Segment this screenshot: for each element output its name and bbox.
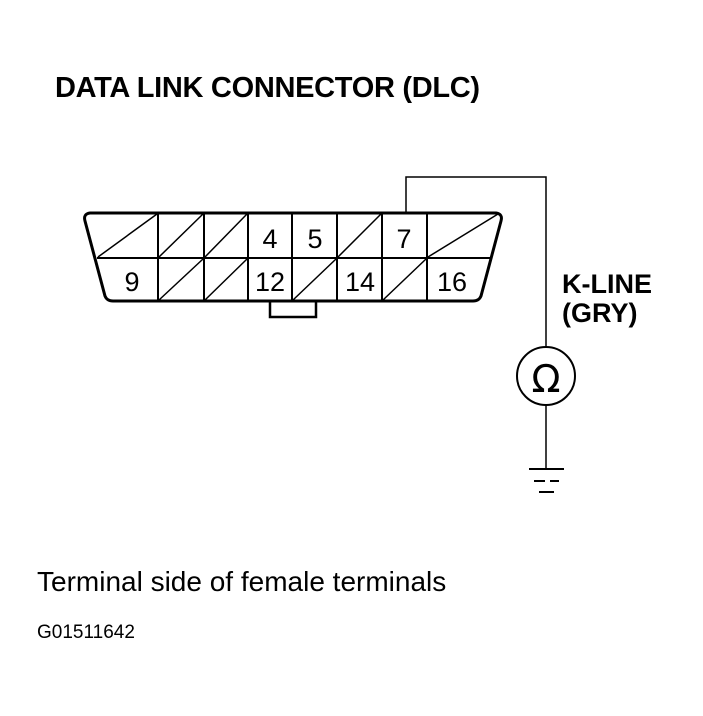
ohm-symbol: Ω bbox=[531, 357, 560, 401]
pin-12-label: 12 bbox=[255, 267, 285, 297]
ohmmeter-icon: Ω bbox=[516, 346, 576, 406]
pin-9-label: 9 bbox=[124, 267, 139, 297]
pin-7-label: 7 bbox=[396, 224, 411, 254]
ground-icon bbox=[529, 468, 564, 493]
pin-16-label: 16 bbox=[437, 267, 467, 297]
figure-id: G01511642 bbox=[37, 622, 135, 643]
k-line-name: K-LINE bbox=[562, 269, 652, 299]
diagram-title: DATA LINK CONNECTOR (DLC) bbox=[55, 72, 480, 104]
caption: Terminal side of female terminals bbox=[37, 566, 447, 597]
k-line-wire bbox=[405, 176, 547, 469]
pin-14-label: 14 bbox=[345, 267, 375, 297]
k-line-label: K-LINE (GRY) bbox=[562, 270, 652, 328]
dlc-connector bbox=[83, 211, 503, 319]
k-line-color: (GRY) bbox=[562, 298, 638, 328]
pin-4-label: 4 bbox=[262, 224, 277, 254]
pin-5-label: 5 bbox=[307, 224, 322, 254]
